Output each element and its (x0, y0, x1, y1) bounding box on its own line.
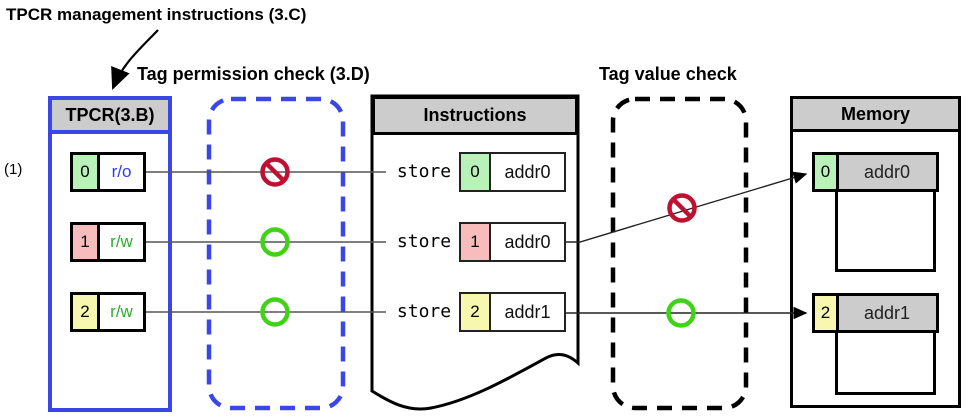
tag-value-check-label: Tag value check (599, 64, 737, 84)
instruction-0-opcode: store (396, 161, 452, 182)
tpcr-entry-0-permission: r/o (100, 155, 143, 189)
memory-block-0-tag: 0 (812, 152, 839, 192)
instruction-1-addr: addr0 (504, 231, 551, 252)
tpcr-entry-1: 1 r/w (70, 222, 146, 262)
row-marker: (1) (4, 161, 23, 178)
instruction-1-opcode: store (396, 231, 452, 252)
permission-allow-icon (260, 227, 290, 257)
value-allow-icon (666, 298, 696, 328)
permission-deny-icon (260, 157, 290, 187)
memory-block-1-tag: 2 (812, 293, 839, 333)
annotation-label: TPCR management instructions (3.C) (6, 5, 307, 24)
memory-block-0-label: addr0 (835, 152, 939, 192)
tpcr-entry-2: 2 r/w (70, 292, 146, 332)
instructions-title: Instructions (372, 96, 578, 135)
instruction-2-tag: 2 (461, 294, 491, 330)
instruction-1-operand: 1 addr0 (459, 222, 566, 262)
tag-value-check-region (610, 96, 749, 411)
tpcr-entry-0: 0 r/o (70, 152, 146, 192)
connector-store1-to-addr0 (565, 171, 808, 243)
instruction-0-addr: addr0 (504, 161, 551, 182)
tpcr-title: TPCR(3.B) (52, 100, 168, 134)
tag-permission-check-label: Tag permission check (3.D) (137, 64, 370, 84)
instruction-1-tag: 1 (461, 224, 491, 260)
instruction-0-tag: 0 (461, 154, 491, 190)
memory-block-0-body (835, 189, 936, 272)
memory-title: Memory (793, 99, 958, 132)
tpcr-entry-1-permission: r/w (100, 225, 143, 259)
instruction-2-addr: addr1 (504, 301, 551, 322)
permission-allow-icon (260, 297, 290, 327)
tpcr-entry-2-permission: r/w (100, 295, 143, 329)
memory-block-1-label: addr1 (835, 293, 939, 333)
tpcr-entry-0-tag: 0 (73, 155, 100, 189)
tpcr-entry-1-tag: 1 (73, 225, 100, 259)
instruction-2-opcode: store (396, 301, 452, 322)
tpcr-entry-2-tag: 2 (73, 295, 100, 329)
memory-block-1-body (835, 330, 936, 395)
tag-permission-check-region (206, 96, 346, 411)
instruction-2-operand: 2 addr1 (459, 292, 566, 332)
value-deny-icon (667, 193, 697, 223)
instruction-0-operand: 0 addr0 (459, 152, 566, 192)
